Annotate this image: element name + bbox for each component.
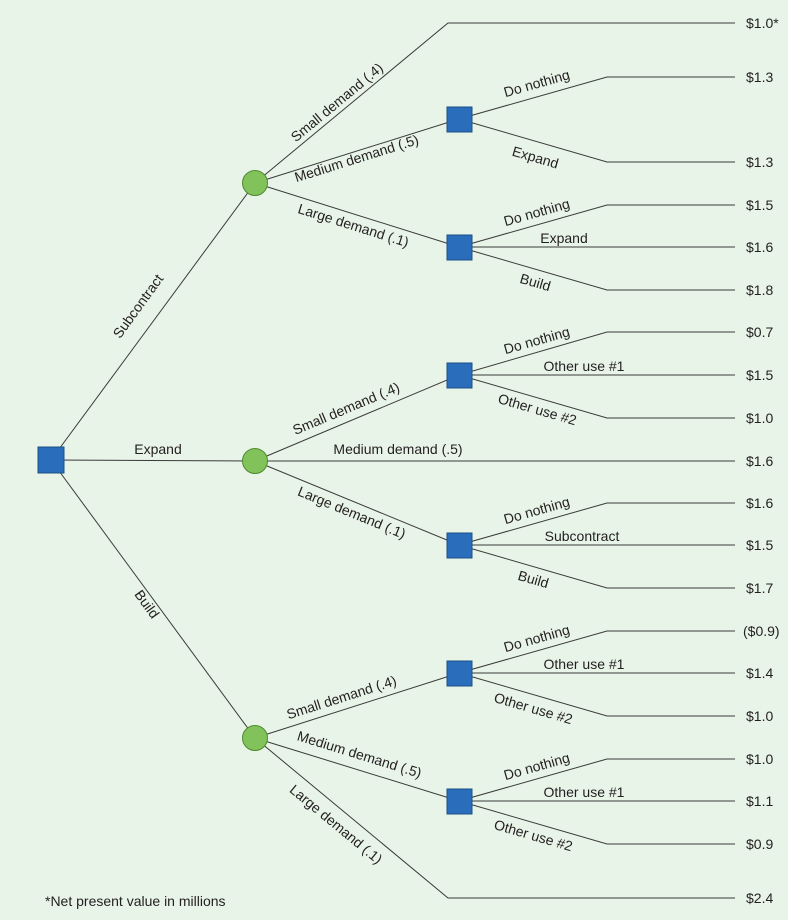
chance-node-subcontract bbox=[242, 170, 268, 196]
branch-build-small bbox=[254, 672, 460, 739]
branch-sub-small bbox=[254, 22, 735, 184]
footnote: *Net present value in millions bbox=[45, 893, 226, 909]
payoff-build-med-other2: $0.9 bbox=[746, 836, 773, 852]
label-exp-small-other2: Other use #2 bbox=[496, 390, 578, 428]
label-exp-large-demand: Large demand (.1) bbox=[296, 483, 409, 542]
decision-node-build-small bbox=[446, 660, 473, 687]
payoff-build-small-other1: $1.4 bbox=[746, 665, 773, 681]
branch-build-large bbox=[254, 737, 735, 899]
payoff-exp-small-donothing: $0.7 bbox=[746, 324, 773, 340]
label-sub-med-donothing: Do nothing bbox=[502, 66, 572, 100]
label-exp-large-donothing: Do nothing bbox=[502, 493, 572, 527]
branch-exp-small-donothing bbox=[458, 331, 735, 376]
label-sub-large-expand: Expand bbox=[540, 230, 587, 246]
branch-sub-large-build bbox=[458, 246, 735, 291]
branch-build-small-donothing bbox=[458, 630, 735, 674]
label-subcontract: Subcontract bbox=[110, 271, 167, 341]
chance-node-expand bbox=[242, 448, 268, 474]
payoff-sub-med-donothing: $1.3 bbox=[746, 69, 773, 85]
label-build-med-other1: Other use #1 bbox=[544, 784, 625, 800]
branch-subcontract bbox=[50, 182, 256, 461]
payoff-sub-small: $1.0* bbox=[746, 15, 779, 31]
decision-node-exp-large bbox=[446, 532, 473, 559]
payoff-build-large: $2.4 bbox=[746, 890, 773, 906]
payoff-exp-small-other1: $1.5 bbox=[746, 367, 773, 383]
label-exp-small-demand: Small demand (.4) bbox=[290, 379, 402, 438]
label-expand: Expand bbox=[134, 441, 181, 457]
branch-build-small-other2 bbox=[458, 672, 735, 717]
label-build-small-other1: Other use #1 bbox=[544, 656, 625, 672]
label-sub-medium-demand: Medium demand (.5) bbox=[292, 131, 420, 185]
branch-expand bbox=[50, 459, 256, 462]
payoff-build-small-donothing: ($0.9) bbox=[743, 623, 780, 639]
branch-exp-small bbox=[254, 374, 460, 462]
branch-build-medium bbox=[254, 737, 460, 802]
payoff-sub-large-build: $1.8 bbox=[746, 282, 773, 298]
payoff-sub-med-expand: $1.3 bbox=[746, 154, 773, 170]
branch-build-med-donothing bbox=[458, 758, 735, 802]
label-exp-large-build: Build bbox=[516, 567, 550, 591]
payoff-exp-large-build: $1.7 bbox=[746, 580, 773, 596]
label-sub-med-expand: Expand bbox=[510, 143, 560, 172]
branch-sub-med-donothing bbox=[458, 76, 735, 120]
label-build-med-other2: Other use #2 bbox=[492, 816, 574, 854]
label-sub-large-build: Build bbox=[518, 270, 552, 294]
payoff-exp-medium: $1.6 bbox=[746, 453, 773, 469]
decision-node-exp-small bbox=[446, 362, 473, 389]
decision-node-sub-large bbox=[446, 234, 473, 261]
payoff-exp-large-subcontract: $1.5 bbox=[746, 537, 773, 553]
payoff-build-med-donothing: $1.0 bbox=[746, 751, 773, 767]
label-exp-medium-demand: Medium demand (.5) bbox=[333, 441, 462, 457]
branch-sub-medium bbox=[254, 118, 460, 184]
label-build-large-demand: Large demand (.1) bbox=[287, 781, 386, 867]
payoff-sub-large-donothing: $1.5 bbox=[746, 197, 773, 213]
branch-sub-med-expand bbox=[458, 118, 735, 163]
payoff-exp-large-donothing: $1.6 bbox=[746, 495, 773, 511]
payoff-build-small-other2: $1.0 bbox=[746, 708, 773, 724]
payoff-build-med-other1: $1.1 bbox=[746, 793, 773, 809]
decision-node-build-medium bbox=[446, 788, 473, 815]
branch-exp-large-donothing bbox=[458, 502, 735, 546]
label-sub-large-donothing: Do nothing bbox=[502, 195, 572, 229]
payoff-exp-small-other2: $1.0 bbox=[746, 410, 773, 426]
label-build-medium-demand: Medium demand (.5) bbox=[295, 728, 423, 781]
label-sub-large-demand: Large demand (.1) bbox=[296, 200, 411, 250]
label-build-small-donothing: Do nothing bbox=[502, 621, 572, 655]
label-exp-small-other1: Other use #1 bbox=[544, 358, 625, 374]
label-build: Build bbox=[131, 587, 162, 622]
chance-node-build bbox=[242, 725, 268, 751]
branch-build-med-other2 bbox=[458, 800, 735, 845]
branch-exp-large bbox=[254, 460, 460, 546]
label-exp-large-subcontract: Subcontract bbox=[545, 528, 620, 544]
payoff-sub-large-expand: $1.6 bbox=[746, 239, 773, 255]
decision-node-sub-medium bbox=[446, 106, 473, 133]
label-sub-small-demand: Small demand (.4) bbox=[288, 60, 386, 145]
branch-exp-large-build bbox=[458, 544, 735, 589]
label-build-med-donothing: Do nothing bbox=[502, 749, 572, 783]
root-decision-node bbox=[37, 446, 65, 474]
branch-build bbox=[50, 459, 256, 739]
branch-exp-small-other2 bbox=[458, 374, 735, 419]
branch-sub-large-donothing bbox=[458, 204, 735, 248]
branch-sub-large bbox=[254, 182, 460, 248]
